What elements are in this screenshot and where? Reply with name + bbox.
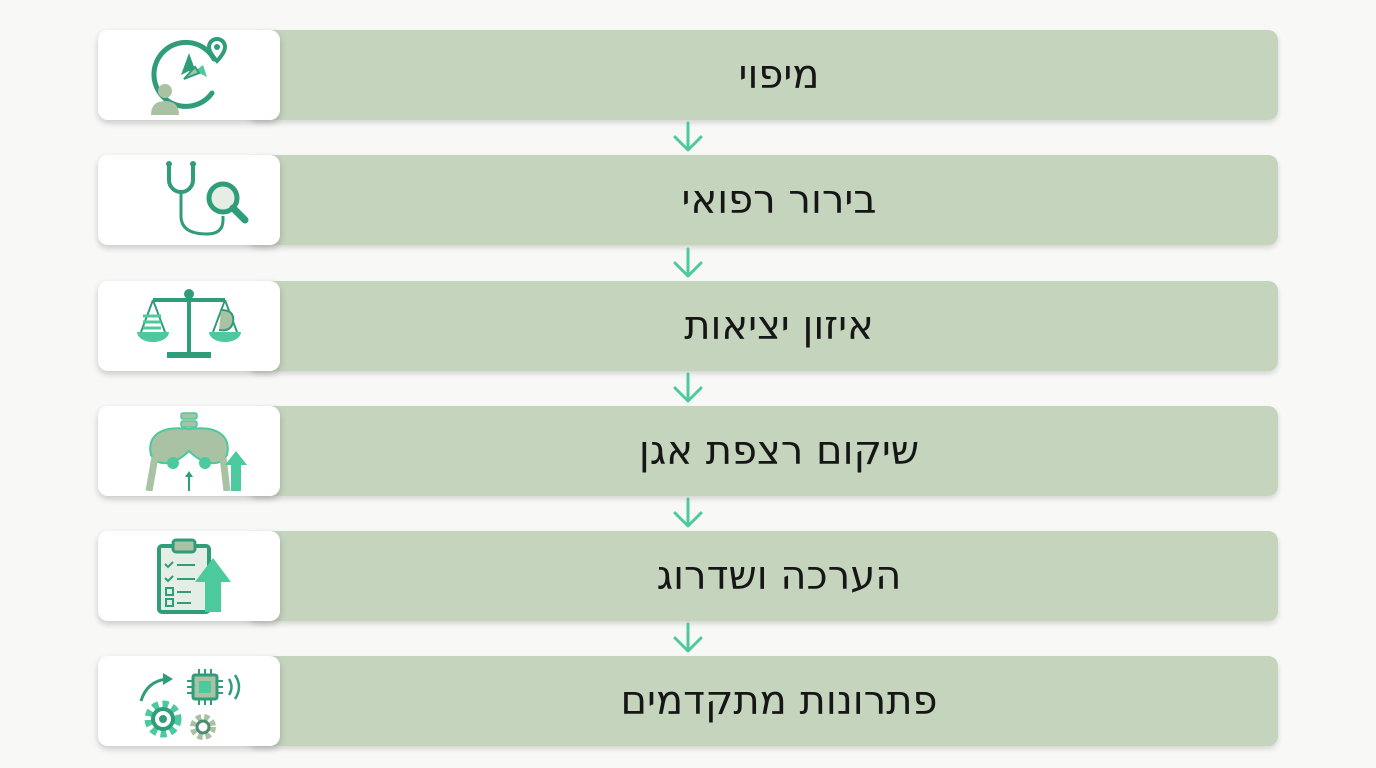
icon-card: [98, 30, 280, 120]
step-label: פתרונות מתקדמים: [620, 678, 938, 724]
step-bar: [248, 281, 1278, 371]
step-label: הערכה ושדרוג: [656, 553, 902, 599]
step-label: מיפוי: [738, 52, 820, 98]
step-label: איזון יציאות: [684, 303, 874, 349]
step-bar: [248, 155, 1278, 245]
step-advanced-solutions: פתרונות מתקדמים: [98, 656, 1278, 746]
step-bowel-balance: איזון יציאות: [98, 281, 1278, 371]
step-medical-check: בירור רפואי: [98, 155, 1278, 245]
down-arrow-icon: [670, 246, 706, 280]
pelvis-up-arrow-icon: [145, 412, 247, 491]
icon-card: [98, 531, 280, 621]
icon-card: [98, 155, 280, 245]
step-label: שיקום רצפת אגן: [638, 428, 920, 474]
step-bar: [248, 531, 1278, 621]
icon-card: [98, 656, 280, 746]
down-arrow-icon: [670, 120, 706, 154]
icon-card: [98, 406, 280, 496]
gears-chip-icon: [139, 669, 241, 740]
step-assessment-upgrade: הערכה ושדרוג: [98, 531, 1278, 621]
step-label: בירור רפואי: [681, 177, 877, 223]
stethoscope-magnifier-icon: [166, 161, 249, 236]
step-bar: [248, 656, 1278, 746]
down-arrow-icon: [670, 621, 706, 655]
step-bar: [248, 30, 1278, 120]
icon-card: [98, 281, 280, 371]
balance-scale-digestive-icon: [137, 289, 241, 358]
compass-location-person-icon: [151, 36, 228, 115]
down-arrow-icon: [670, 496, 706, 530]
clipboard-up-arrow-icon: [157, 538, 231, 614]
step-mapping: מיפוי: [98, 30, 1278, 120]
step-pelvic-floor-rehab: שיקום רצפת אגן: [98, 406, 1278, 496]
step-bar: [248, 406, 1278, 496]
down-arrow-icon: [670, 371, 706, 405]
